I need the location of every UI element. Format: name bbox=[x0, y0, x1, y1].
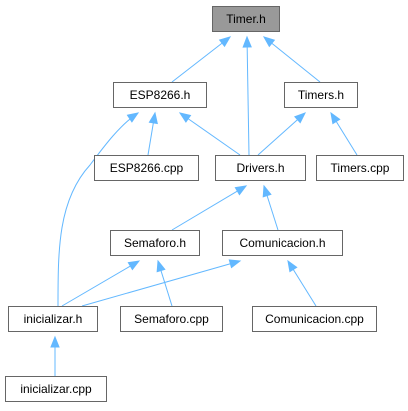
node-label: inicializar.cpp bbox=[20, 382, 92, 396]
arrowhead-timers_h-to-timer_h bbox=[262, 36, 276, 48]
edge-semaforo_h-to-drivers_h bbox=[171, 185, 248, 231]
edge-drivers_h-to-timer_h bbox=[242, 35, 252, 156]
edge-line-comunicacion_cpp-to-comunicacion_h bbox=[292, 269, 317, 307]
node-label: Comunicacion.cpp bbox=[265, 312, 364, 326]
node-label: Timer.h bbox=[226, 12, 266, 26]
arrowhead-semaforo_cpp-to-semaforo_h bbox=[156, 259, 166, 273]
edge-esp8266_h-to-timer_h bbox=[171, 36, 232, 83]
node-timers-cpp[interactable]: Timers.cpp bbox=[316, 155, 404, 181]
edge-timers_cpp-to-timers_h bbox=[330, 111, 358, 156]
arrowhead-esp8266_h-to-timer_h bbox=[218, 36, 232, 48]
node-timers-h[interactable]: Timers.h bbox=[284, 82, 358, 108]
arrowhead-timers_cpp-to-timers_h bbox=[330, 111, 341, 125]
edge-inicializar_cpp-to-inicializar_h bbox=[50, 335, 60, 376]
node-label: Comunicacion.h bbox=[239, 236, 325, 250]
node-comunicacion-cpp[interactable]: Comunicacion.cpp bbox=[252, 306, 377, 332]
edge-line-timers_cpp-to-timers_h bbox=[335, 121, 358, 156]
node-label: ESP8266.cpp bbox=[110, 161, 184, 175]
node-label: ESP8266.h bbox=[130, 88, 191, 102]
edge-line-esp8266_h-to-timer_h bbox=[171, 42, 223, 83]
node-inicializar-cpp[interactable]: inicializar.cpp bbox=[5, 376, 107, 402]
edge-comunicacion_cpp-to-comunicacion_h bbox=[287, 259, 317, 307]
arrowhead-inicializar_h-to-semaforo_h bbox=[127, 260, 141, 271]
arrowhead-drivers_h-to-timers_h bbox=[294, 112, 307, 124]
edge-inicializar_h-to-esp8266_h bbox=[57, 112, 140, 307]
edge-line-comunicacion_h-to-drivers_h bbox=[266, 195, 279, 231]
edge-line-semaforo_h-to-drivers_h bbox=[171, 190, 238, 231]
edge-esp8266_cpp-to-esp8266_h bbox=[147, 111, 158, 156]
edge-timers_h-to-timer_h bbox=[262, 36, 321, 83]
edge-line-inicializar_h-to-comunicacion_h bbox=[81, 263, 231, 307]
edge-line-drivers_h-to-timer_h bbox=[246, 46, 250, 156]
edge-line-timers_h-to-timer_h bbox=[271, 42, 321, 83]
node-box bbox=[5, 376, 107, 402]
node-box bbox=[110, 230, 200, 256]
arrowhead-drivers_h-to-esp8266_h bbox=[178, 112, 192, 123]
node-inicializar-h[interactable]: inicializar.h bbox=[8, 306, 98, 332]
node-label: Semaforo.h bbox=[124, 236, 186, 250]
arrowhead-inicializar_h-to-esp8266_h bbox=[126, 112, 140, 123]
arrowhead-inicializar_h-to-comunicacion_h bbox=[228, 259, 242, 269]
edge-drivers_h-to-esp8266_h bbox=[178, 112, 241, 156]
arrowhead-comunicacion_h-to-drivers_h bbox=[262, 184, 272, 198]
node-timer-h[interactable]: Timer.h bbox=[212, 6, 280, 32]
arrowhead-semaforo_h-to-drivers_h bbox=[234, 185, 248, 196]
node-box bbox=[113, 82, 207, 108]
node-box bbox=[94, 155, 199, 181]
node-box bbox=[120, 306, 223, 332]
arrowhead-inicializar_cpp-to-inicializar_h bbox=[50, 335, 60, 348]
edge-comunicacion_h-to-drivers_h bbox=[262, 184, 279, 231]
node-label: Semaforo.cpp bbox=[134, 312, 209, 326]
node-box bbox=[212, 6, 280, 32]
node-label: Timers.cpp bbox=[331, 161, 390, 175]
node-semaforo-h[interactable]: Semaforo.h bbox=[110, 230, 200, 256]
arrowhead-comunicacion_cpp-to-comunicacion_h bbox=[287, 259, 298, 273]
node-box bbox=[222, 230, 343, 256]
edge-line-drivers_h-to-esp8266_h bbox=[187, 118, 241, 156]
edge-line-drivers_h-to-timers_h bbox=[257, 119, 298, 156]
edges-layer bbox=[50, 35, 358, 376]
node-box bbox=[316, 155, 404, 181]
node-label: Drivers.h bbox=[236, 161, 284, 175]
edge-line-semaforo_cpp-to-semaforo_h bbox=[160, 270, 173, 307]
node-box bbox=[8, 306, 98, 332]
edge-semaforo_cpp-to-semaforo_h bbox=[156, 259, 173, 307]
node-comunicacion-h[interactable]: Comunicacion.h bbox=[222, 230, 343, 256]
node-label: inicializar.h bbox=[24, 312, 83, 326]
edge-line-esp8266_cpp-to-esp8266_h bbox=[147, 122, 154, 156]
node-esp8266-h[interactable]: ESP8266.h bbox=[113, 82, 207, 108]
arrowhead-esp8266_cpp-to-esp8266_h bbox=[148, 111, 158, 125]
edge-inicializar_h-to-semaforo_h bbox=[61, 260, 141, 307]
node-semaforo-cpp[interactable]: Semaforo.cpp bbox=[120, 306, 223, 332]
node-box bbox=[284, 82, 358, 108]
edge-inicializar_h-to-comunicacion_h bbox=[81, 259, 242, 307]
node-drivers-h[interactable]: Drivers.h bbox=[215, 155, 306, 181]
node-box bbox=[215, 155, 306, 181]
edge-drivers_h-to-timers_h bbox=[257, 112, 307, 156]
node-box bbox=[252, 306, 377, 332]
edge-line-inicializar_h-to-esp8266_h bbox=[57, 112, 139, 307]
node-esp8266-cpp[interactable]: ESP8266.cpp bbox=[94, 155, 199, 181]
node-label: Timers.h bbox=[298, 88, 344, 102]
arrowhead-drivers_h-to-timer_h bbox=[242, 35, 252, 48]
edge-line-inicializar_h-to-semaforo_h bbox=[61, 265, 131, 307]
